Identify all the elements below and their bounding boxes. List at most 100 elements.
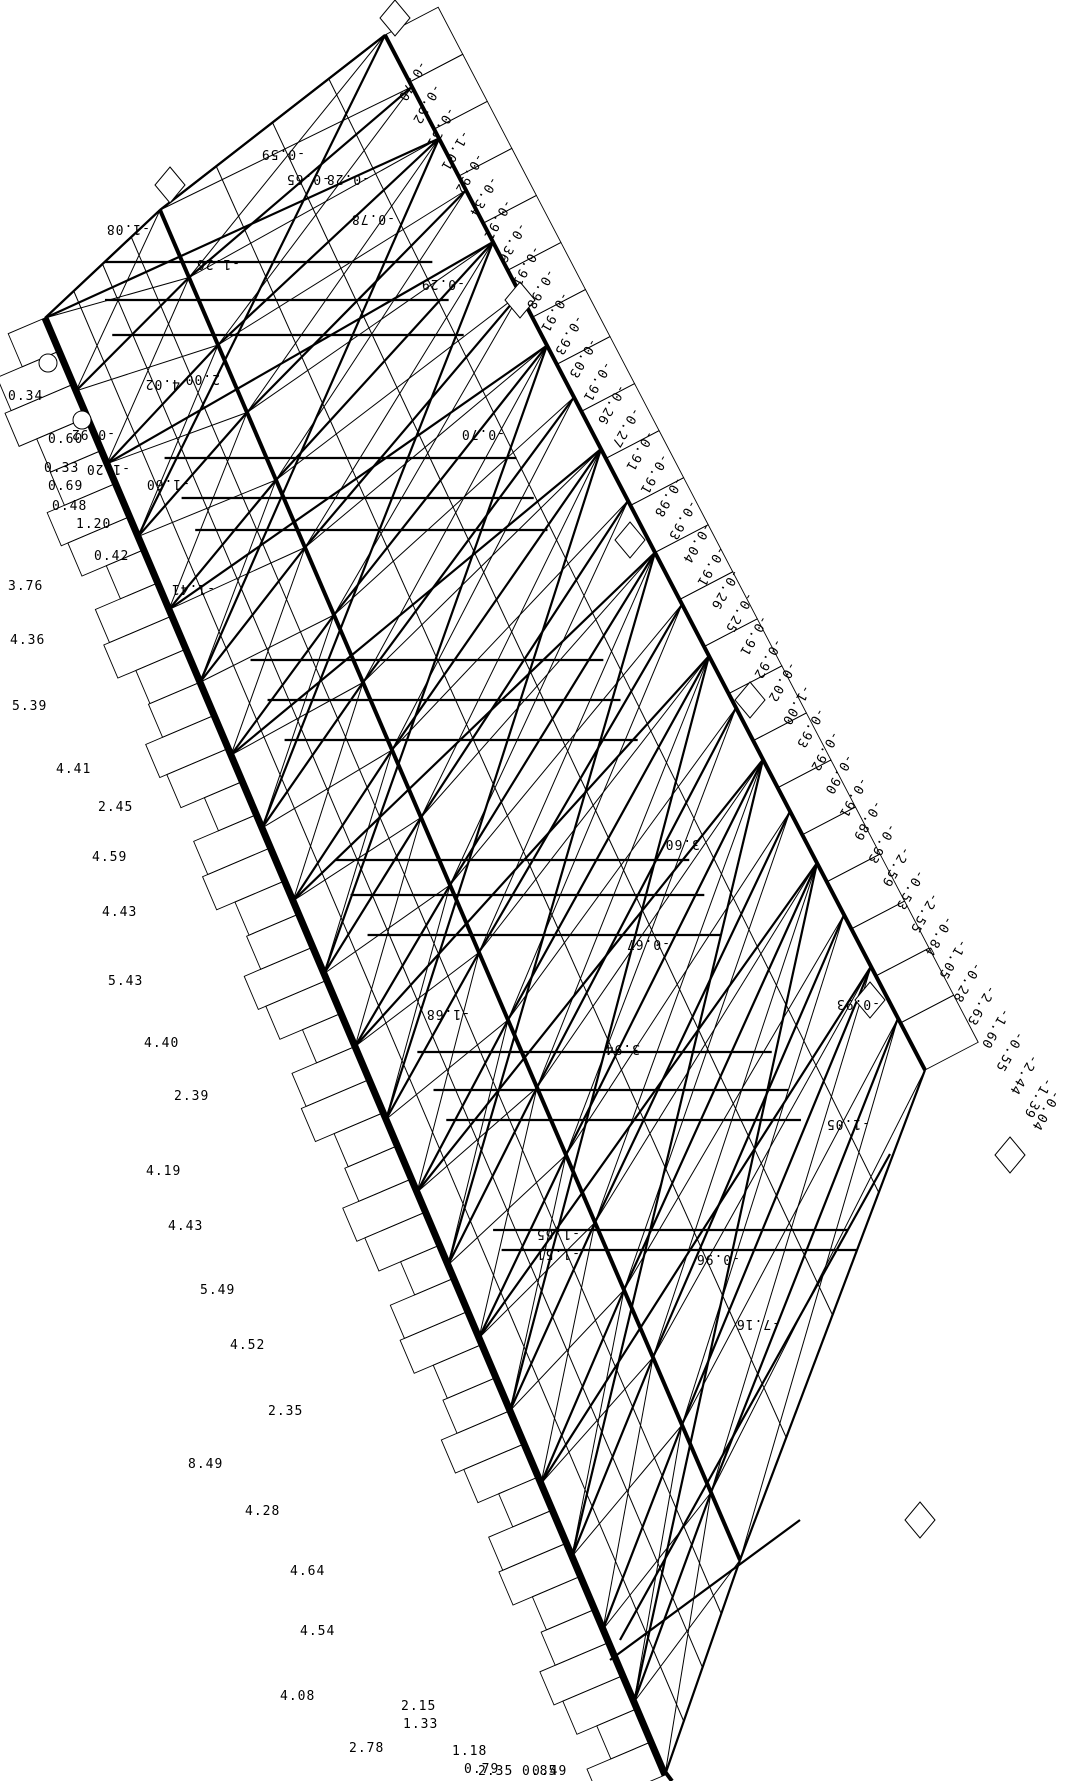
web-hatch — [439, 1148, 471, 1221]
web-hatch — [652, 1649, 685, 1722]
support-diamond-icon — [379, 0, 411, 37]
transverse-rib — [709, 1017, 900, 1493]
web-hatch — [164, 505, 197, 578]
web-brace — [507, 707, 737, 1021]
web-brace — [333, 293, 521, 616]
left-force-label: 0.49 — [532, 1764, 567, 1779]
diagonal-tie — [260, 241, 495, 829]
transverse-rib — [507, 655, 710, 1021]
web-brace — [217, 86, 413, 346]
web-brace — [304, 241, 494, 548]
web-hatch — [301, 356, 331, 421]
web-hatch — [328, 241, 357, 302]
web-brace — [449, 603, 683, 886]
left-force-label: 4.54 — [300, 1624, 335, 1639]
inner-force-label: -1.26 — [196, 256, 240, 271]
transverse-rib — [651, 914, 846, 1358]
transverse-rib — [246, 189, 467, 414]
force-box — [539, 1641, 624, 1706]
web-hatch — [312, 755, 343, 826]
left-force-label: 3.76 — [8, 579, 43, 594]
diagonal-tie — [632, 862, 819, 1703]
left-force-label: 4.43 — [102, 905, 137, 920]
web-brace — [362, 448, 602, 683]
left-force-label: 4.43 — [168, 1219, 203, 1234]
transverse-rib — [230, 614, 335, 756]
web-brace — [304, 345, 548, 548]
support-arm — [619, 1153, 891, 1641]
inner-force-label: -1.41 — [171, 581, 215, 596]
web-hatch — [272, 122, 301, 183]
web-hatch — [658, 746, 687, 803]
transverse-rib — [601, 1424, 684, 1630]
web-hatch — [443, 674, 474, 739]
force-box — [364, 1211, 441, 1272]
web-brace — [420, 448, 602, 818]
web-brace — [739, 1018, 899, 1561]
support-arm — [609, 1519, 801, 1661]
web-hatch — [384, 360, 413, 421]
web-brace — [246, 138, 440, 413]
inner-force-label: -0.67 — [626, 936, 670, 951]
web-hatch — [671, 1183, 702, 1248]
web-brace — [565, 810, 791, 1156]
web-hatch — [720, 1076, 749, 1137]
transverse-rib — [680, 966, 873, 1426]
web-hatch — [524, 658, 553, 719]
diagonal-tie — [354, 655, 710, 1048]
web-hatch — [602, 1338, 634, 1408]
transverse-rib — [275, 241, 494, 481]
web-hatch — [632, 1407, 663, 1477]
transverse-rib — [292, 749, 393, 902]
left-force-label: 0.34 — [8, 389, 43, 404]
left-force-label: 4.28 — [245, 1504, 280, 1519]
web-hatch — [795, 1025, 825, 1082]
diagonal-tie — [478, 862, 818, 1339]
web-hatch — [713, 858, 742, 915]
web-brace — [710, 1069, 926, 1493]
web-hatch — [603, 635, 632, 692]
left-force-label: 1.20 — [76, 517, 111, 532]
supports — [38, 0, 1026, 1539]
web-hatch — [415, 610, 445, 675]
web-hatch — [355, 134, 385, 191]
web-hatch — [469, 1220, 502, 1293]
diagonal-tie — [198, 138, 441, 683]
web-hatch — [614, 1055, 645, 1120]
force-box — [145, 714, 229, 779]
left-force-label: 5.43 — [108, 974, 143, 989]
web-hatch — [328, 78, 357, 135]
transverse-rib — [594, 810, 791, 1223]
web-brace — [420, 552, 656, 818]
transverse-rib — [106, 344, 219, 465]
web-hatch — [586, 992, 616, 1057]
inner-force-label: -1.08 — [106, 221, 150, 236]
web-hatch — [425, 925, 457, 995]
force-box — [899, 994, 979, 1071]
web-hatch — [575, 579, 605, 636]
support-diamond-icon — [904, 1501, 936, 1539]
left-force-label: 4.52 — [230, 1338, 265, 1353]
diagonal-tie — [292, 551, 656, 902]
web-hatch — [529, 865, 559, 930]
support-diamond-icon — [854, 981, 886, 1019]
diagonal-tie — [44, 137, 440, 320]
left-force-label: 0.85 — [522, 1764, 557, 1779]
web-brace — [333, 396, 575, 616]
web-hatch — [612, 1456, 643, 1528]
web-hatch — [548, 524, 577, 581]
left-force-label: 0.60 — [48, 432, 83, 447]
web-brace — [594, 862, 818, 1223]
force-box — [67, 516, 145, 577]
web-brace — [275, 293, 521, 481]
transverse-rib — [168, 479, 277, 611]
top-member — [44, 209, 161, 319]
web-hatch — [552, 718, 581, 779]
inner-force-label: 3.94 — [605, 1041, 640, 1056]
diagonal-tie — [570, 759, 765, 1557]
web-hatch — [530, 1363, 563, 1436]
web-hatch — [189, 374, 221, 444]
web-hatch — [410, 245, 440, 302]
web-hatch — [580, 778, 609, 839]
